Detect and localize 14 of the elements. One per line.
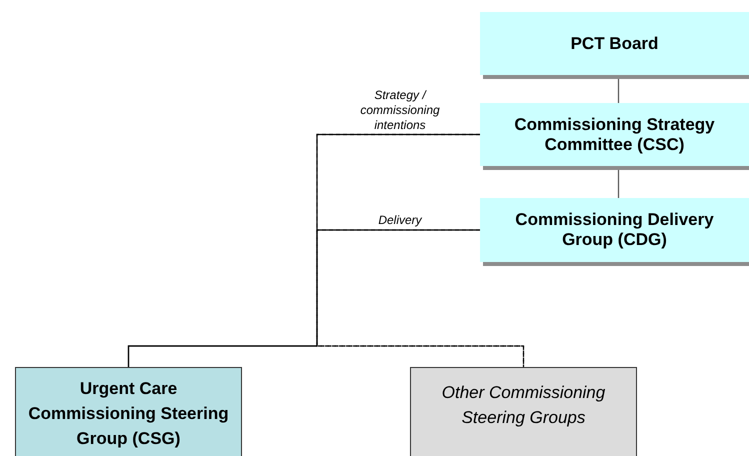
box-text: Commissioning Delivery Group (CDG) <box>514 210 715 250</box>
edge-label: Strategy / commissioning intentions <box>359 88 441 132</box>
connector-line <box>316 229 524 367</box>
box-text: Urgent Care Commissioning Steering Group (CSG) <box>27 378 230 450</box>
committee-box <box>480 12 749 75</box>
connector-line <box>316 134 524 367</box>
group-box <box>410 367 637 456</box>
committee-box <box>15 367 242 456</box>
box-text: Other Commissioning Steering Groups <box>440 382 606 429</box>
box-text: PCT Board <box>570 34 658 54</box>
edge-label: Delivery <box>377 213 424 228</box>
committee-box <box>480 198 749 262</box>
box-text: Commissioning Strategy Committee (CSC) <box>513 114 716 154</box>
committee-box <box>480 103 749 166</box>
